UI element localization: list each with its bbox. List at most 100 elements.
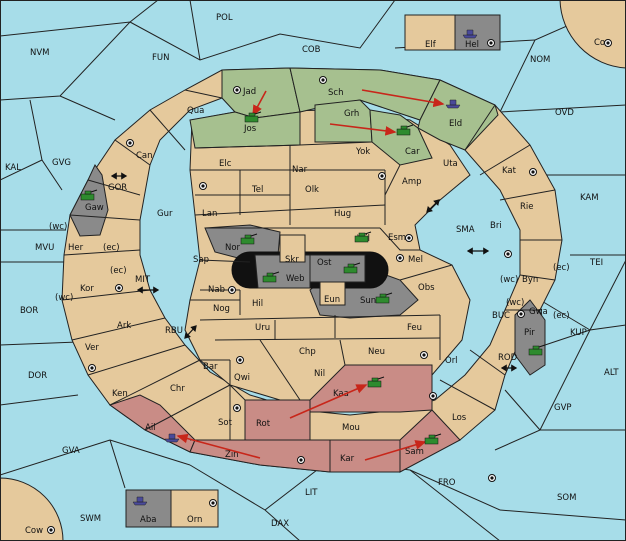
label-swm: SWM <box>80 514 101 524</box>
label-buc: BUC <box>492 311 510 321</box>
coast-her-ec: (ec) <box>103 243 120 253</box>
coast-gwa-wc: (wc) <box>506 298 524 308</box>
label-dor: DOR <box>28 371 47 381</box>
label-ail: Ail <box>145 423 156 433</box>
label-los: Los <box>452 413 467 423</box>
army-icon[interactable] <box>375 292 393 304</box>
label-cob: COB <box>302 45 321 55</box>
label-nor: Nor <box>225 243 241 253</box>
label-elf: Elf <box>425 40 437 50</box>
label-jad: Jad <box>242 87 256 97</box>
label-hug: Hug <box>334 209 351 219</box>
army-icon[interactable] <box>424 433 442 445</box>
fleet-icon[interactable] <box>132 496 148 506</box>
supply-center-icon <box>233 404 241 412</box>
label-pol: POL <box>216 13 233 23</box>
label-sot: Sot <box>218 418 233 428</box>
label-nil: Nil <box>314 369 325 379</box>
label-qwi: Qwi <box>234 373 250 383</box>
region-pir[interactable] <box>514 299 546 376</box>
army-icon[interactable] <box>244 111 262 123</box>
label-olk: Olk <box>305 185 319 195</box>
label-bar: Bar <box>203 362 218 372</box>
label-sun: Sun <box>360 296 376 306</box>
supply-center-icon <box>126 139 134 147</box>
label-nog: Nog <box>213 304 230 314</box>
label-esm: Esm <box>388 233 406 243</box>
label-chr: Chr <box>170 384 185 394</box>
label-sma: SMA <box>456 225 475 235</box>
label-tel: Tel <box>251 185 263 195</box>
region-rot[interactable] <box>244 399 311 441</box>
order-arrow <box>329 123 397 136</box>
label-web: Web <box>286 274 305 284</box>
label-fun: FUN <box>152 53 169 63</box>
label-ovd: OVD <box>555 108 574 118</box>
army-icon[interactable] <box>262 271 280 283</box>
label-uru: Uru <box>255 323 270 333</box>
region-skr[interactable] <box>279 234 306 263</box>
region-sch[interactable] <box>289 67 441 121</box>
supply-center-icon <box>488 474 496 482</box>
army-icon[interactable] <box>343 262 361 274</box>
supply-center-icon <box>233 86 241 94</box>
region-jad[interactable] <box>221 67 301 119</box>
label-ost: Ost <box>317 258 332 268</box>
label-grh: Grh <box>344 109 359 119</box>
supply-center-icon <box>88 364 96 372</box>
coast-gwa-ec: (ec) <box>553 311 570 321</box>
region-orn[interactable] <box>170 489 219 528</box>
order-arrow <box>176 433 261 459</box>
label-lit: LIT <box>305 488 318 498</box>
supply-centers <box>47 39 612 534</box>
army-icon[interactable] <box>80 189 98 201</box>
label-nab: Nab <box>208 285 225 295</box>
label-skr: Skr <box>285 255 299 265</box>
supply-center-icon <box>47 526 55 534</box>
fleet-icon[interactable] <box>164 433 180 443</box>
label-mvu: MVU <box>35 243 54 253</box>
supply-center-icon <box>405 234 413 242</box>
label-ark: Ark <box>117 321 131 331</box>
label-som: SOM <box>557 493 576 503</box>
region-grh[interactable] <box>314 99 373 143</box>
army-icon[interactable] <box>354 231 372 243</box>
label-car: Car <box>405 147 420 157</box>
supply-center-icon <box>297 456 305 464</box>
label-sam: Sam <box>405 447 424 457</box>
supply-center-icon <box>319 76 327 84</box>
region-eld[interactable] <box>417 79 499 151</box>
army-icon[interactable] <box>240 233 258 245</box>
order-arrow <box>289 384 368 419</box>
label-bri: Bri <box>490 221 502 231</box>
label-bor: BOR <box>20 306 38 316</box>
army-icon[interactable] <box>396 124 414 136</box>
adjacency-markers <box>110 172 518 372</box>
label-obs: Obs <box>418 283 435 293</box>
label-qua: Qua <box>187 106 204 116</box>
order-arrow <box>364 440 427 461</box>
label-fro: FRO <box>438 478 456 488</box>
army-icon[interactable] <box>367 376 385 388</box>
fleet-icon[interactable] <box>462 29 478 39</box>
supply-center-icon <box>115 284 123 292</box>
label-kal: KAL <box>5 163 21 173</box>
label-nar: Nar <box>292 165 308 175</box>
order-arrow <box>361 89 445 108</box>
region-eun[interactable] <box>319 281 346 306</box>
label-kar: Kar <box>340 454 355 464</box>
region-cow[interactable] <box>0 477 64 541</box>
label-can: Can <box>136 151 153 161</box>
fleet-icon[interactable] <box>445 99 461 109</box>
label-jos: Jos <box>243 124 257 134</box>
region-con[interactable] <box>559 0 626 69</box>
label-pir: Pir <box>524 328 535 338</box>
label-alt: ALT <box>604 368 619 378</box>
label-elc: Elc <box>219 159 232 169</box>
units-layer[interactable] <box>80 29 546 506</box>
region-ost[interactable] <box>309 254 366 283</box>
coast-kor-ec: (ec) <box>110 266 127 276</box>
label-cow: Cow <box>25 526 43 536</box>
coast-her-wc: (wc) <box>49 222 67 232</box>
army-icon[interactable] <box>528 344 546 356</box>
